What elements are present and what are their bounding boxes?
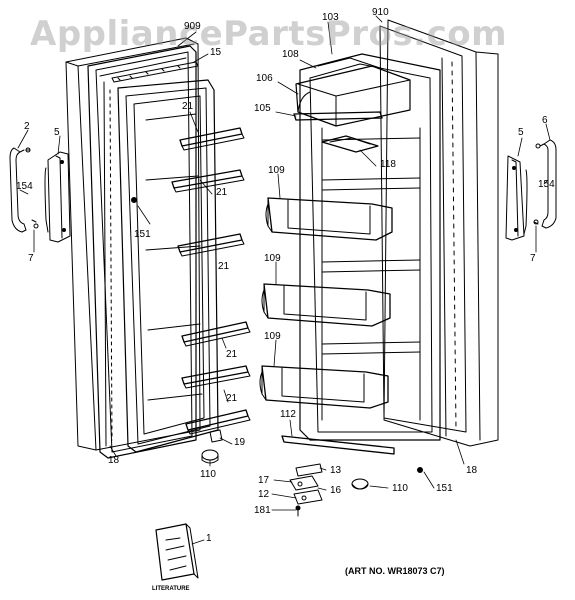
callout-21: 21 bbox=[182, 101, 194, 112]
callout-110: 110 bbox=[200, 469, 216, 480]
callout-181: 181 bbox=[254, 505, 271, 516]
callout-2: 2 bbox=[24, 121, 30, 132]
callout-910: 910 bbox=[372, 7, 389, 18]
callout-909: 909 bbox=[184, 21, 201, 32]
callout-6: 6 bbox=[542, 115, 548, 126]
literature-booklet bbox=[156, 524, 198, 580]
callout-21: 21 bbox=[216, 187, 228, 198]
callout-18: 18 bbox=[108, 455, 120, 466]
callout-12: 12 bbox=[258, 489, 270, 500]
callout-5: 5 bbox=[54, 127, 60, 138]
left-handle-assembly bbox=[10, 148, 70, 242]
callout-154: 154 bbox=[16, 181, 33, 192]
callout-151: 151 bbox=[134, 229, 151, 240]
callout-103: 103 bbox=[322, 12, 339, 23]
callout-15: 15 bbox=[210, 47, 222, 58]
callout-18: 18 bbox=[466, 465, 478, 476]
callout-5: 5 bbox=[518, 127, 524, 138]
callout-109: 109 bbox=[268, 165, 285, 176]
freezer-door-shelves bbox=[172, 128, 250, 434]
callout-109: 109 bbox=[264, 331, 281, 342]
callout-118: 118 bbox=[380, 159, 396, 170]
door-bins bbox=[260, 198, 392, 408]
callout-110: 110 bbox=[392, 483, 408, 494]
callout-151: 151 bbox=[436, 483, 453, 494]
callout-19: 19 bbox=[234, 437, 246, 448]
callout-7: 7 bbox=[530, 253, 536, 264]
callout-16: 16 bbox=[330, 485, 342, 496]
callout-106: 106 bbox=[256, 73, 273, 84]
leader-lines bbox=[18, 16, 550, 544]
art-number: (ART NO. WR18073 C7) bbox=[345, 566, 445, 576]
callout-112: 112 bbox=[280, 409, 296, 420]
callout-105: 105 bbox=[254, 103, 271, 114]
callout-109: 109 bbox=[264, 253, 281, 264]
literature-label: LITERATURE bbox=[152, 586, 190, 592]
callout-7: 7 bbox=[28, 253, 34, 264]
callout-154: 154 bbox=[538, 179, 555, 190]
callout-21: 21 bbox=[226, 393, 238, 404]
right-handle-assembly bbox=[506, 140, 556, 240]
fresh-food-door bbox=[260, 20, 498, 516]
callout-17: 17 bbox=[258, 475, 270, 486]
callout-21: 21 bbox=[218, 261, 230, 272]
callout-108: 108 bbox=[282, 49, 299, 60]
freezer-door bbox=[66, 38, 250, 463]
callout-1: 1 bbox=[206, 533, 212, 544]
callout-21: 21 bbox=[226, 349, 238, 360]
callout-13: 13 bbox=[330, 465, 342, 476]
